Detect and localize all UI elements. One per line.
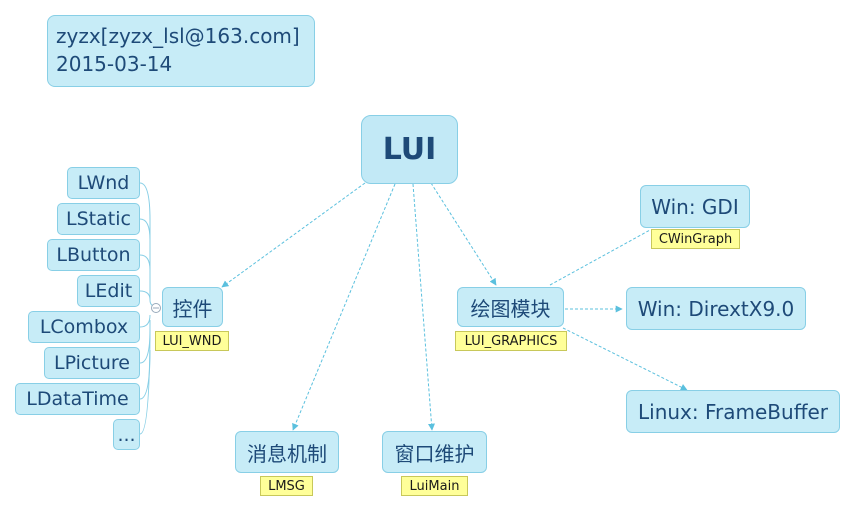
root-node[interactable]: LUI xyxy=(361,115,458,184)
graphics-node[interactable]: 绘图模块 xyxy=(457,287,564,327)
control-item[interactable]: LButton xyxy=(47,239,140,271)
message-node[interactable]: 消息机制 xyxy=(235,431,339,473)
control-item[interactable]: LStatic xyxy=(57,203,140,235)
connector-root-controls xyxy=(221,182,366,288)
connector-root-window xyxy=(412,183,436,431)
control-item[interactable]: ... xyxy=(113,419,140,450)
controls-tag: LUI_WND xyxy=(155,331,229,351)
connector-root-message xyxy=(292,183,396,431)
author-note[interactable]: zyzx[zyzx_lsl@163.com] 2015-03-14 xyxy=(47,15,315,87)
connector-root-graphics xyxy=(430,182,497,286)
gdi-tag: CWinGraph xyxy=(651,229,740,249)
note-email: zyzx[zyzx_lsl@163.com] xyxy=(56,24,300,48)
control-item[interactable]: LWnd xyxy=(67,167,140,199)
graphics-tag: LUI_GRAPHICS xyxy=(455,331,567,351)
framebuffer-node[interactable]: Linux: FrameBuffer xyxy=(626,390,840,433)
connector-graphics-linux xyxy=(562,327,688,391)
connector-graphics-gdi xyxy=(549,229,651,286)
directx-node[interactable]: Win: DirextX9.0 xyxy=(626,287,806,330)
note-date: 2015-03-14 xyxy=(56,52,173,76)
control-item[interactable]: LCombox xyxy=(28,311,140,343)
message-tag: LMSG xyxy=(260,476,313,496)
control-item[interactable]: LEdit xyxy=(77,275,140,307)
gdi-node[interactable]: Win: GDI xyxy=(640,185,750,228)
control-item[interactable]: LDataTime xyxy=(15,383,140,415)
controls-node[interactable]: 控件 xyxy=(162,287,223,327)
control-item[interactable]: LPicture xyxy=(44,347,140,379)
window-tag: LuiMain xyxy=(401,476,468,496)
window-node[interactable]: 窗口维护 xyxy=(382,431,487,473)
